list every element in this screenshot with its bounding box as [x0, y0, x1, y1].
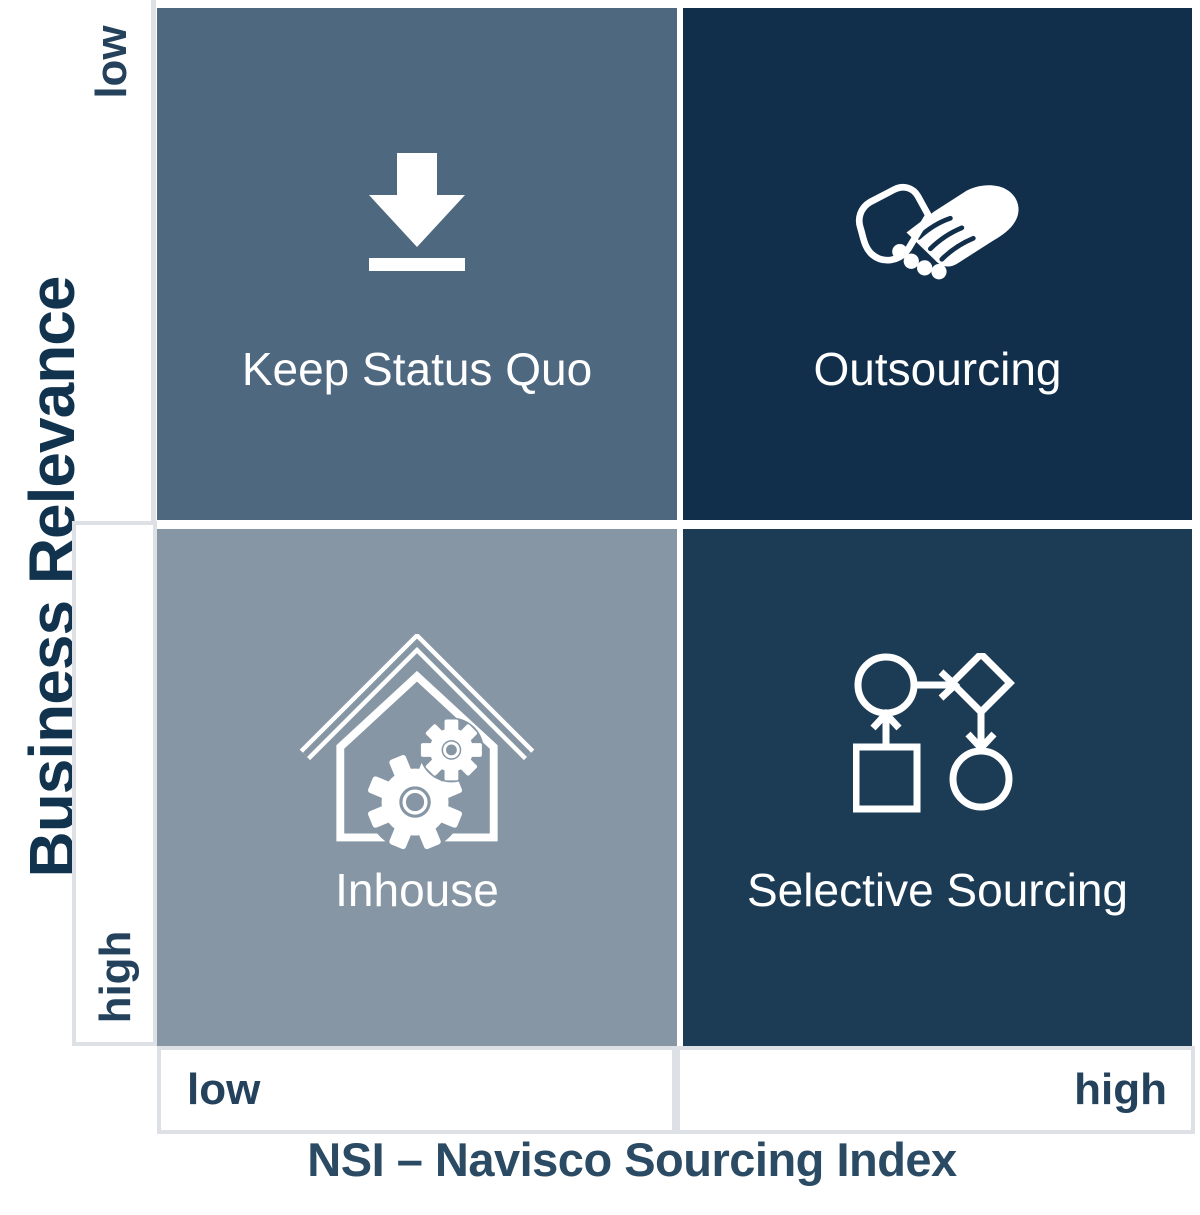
quadrant-label: Inhouse [335, 864, 499, 916]
handshake-icon [852, 181, 1024, 286]
quadrant-selective-sourcing: Selective Sourcing [683, 529, 1192, 1046]
process-flowchart-icon [852, 653, 1023, 815]
x-axis-tick-low: low [187, 1065, 261, 1114]
y-axis-tick-high: high [91, 930, 140, 1024]
y-axis-high-cell: high [72, 521, 157, 1046]
quadrant-inhouse: Inhouse [157, 529, 677, 1046]
x-axis-strip: low high [157, 1046, 1195, 1134]
x-axis-tick-high: high [1074, 1065, 1167, 1114]
quadrant-label: Keep Status Quo [241, 343, 593, 395]
x-axis-high-cell: high [676, 1050, 1191, 1130]
x-axis-title: NSI – Navisco Sourcing Index [307, 1133, 957, 1186]
quadrant-outsourcing: Outsourcing [683, 8, 1192, 520]
y-axis-line [151, 0, 156, 525]
download-arrow-icon [369, 153, 465, 271]
x-axis-low-cell: low [161, 1050, 676, 1130]
house-with-gears-icon [299, 634, 535, 860]
quadrant-label: Selective Sourcing [747, 864, 1128, 916]
quadrant-keep-status-quo: Keep Status Quo [157, 8, 677, 520]
quadrant-label: Outsourcing [813, 343, 1062, 395]
y-axis-tick-low: low [87, 25, 136, 99]
